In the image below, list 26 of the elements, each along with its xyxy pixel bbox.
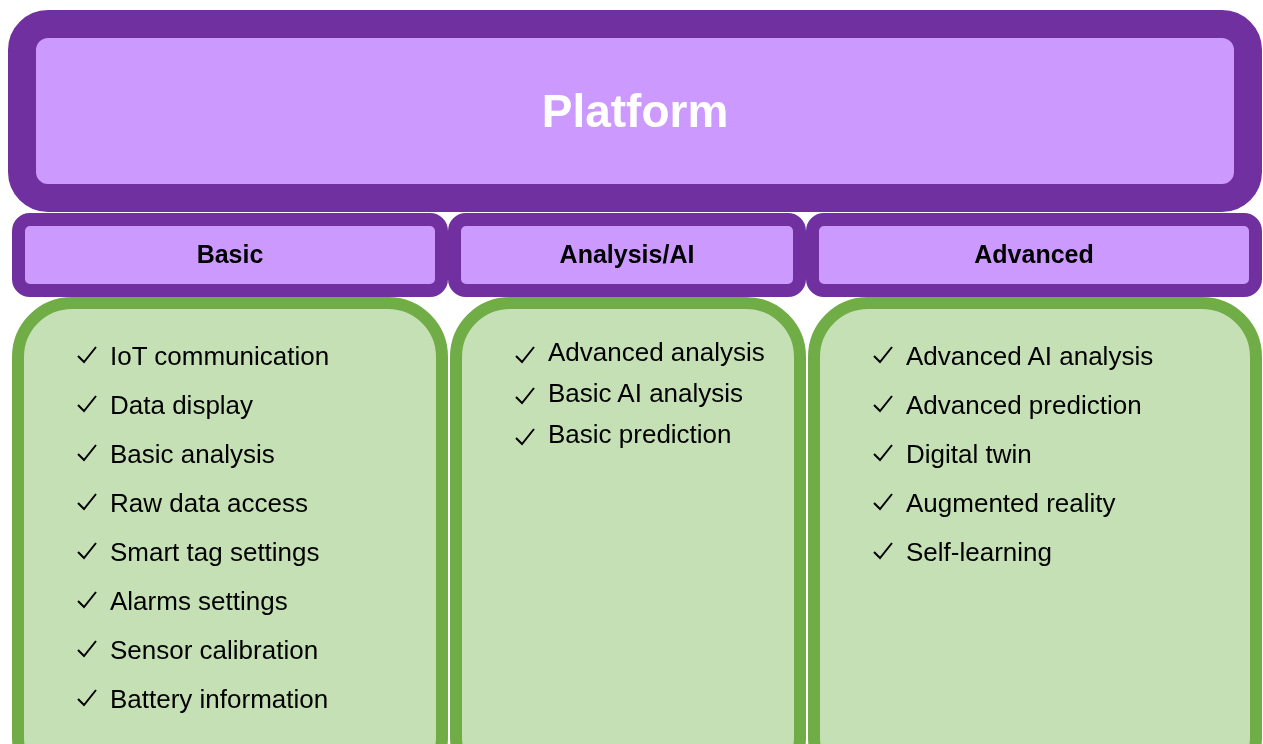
feature-item: Raw data access [110, 487, 308, 520]
feature-item: Advanced analysis [548, 339, 765, 366]
title-text: Platform [541, 83, 729, 139]
feature-item: Advanced prediction [906, 389, 1142, 422]
feature-list-panel [450, 297, 806, 744]
feature-item: Battery information [110, 683, 329, 716]
feature-item: Data display [110, 389, 254, 422]
title-box [8, 10, 1262, 212]
feature-item: Basic prediction [548, 421, 732, 448]
feature-item: Alarms settings [110, 585, 288, 618]
category-title: Advanced [974, 239, 1094, 271]
feature-item: Smart tag settings [110, 536, 320, 569]
category-title: Basic [196, 239, 264, 271]
category-title: Analysis/AI [559, 239, 695, 271]
feature-item: Digital twin [906, 438, 1032, 471]
feature-item: Self-learning [906, 536, 1052, 569]
feature-item: Basic analysis [110, 438, 275, 471]
feature-item: Basic AI analysis [548, 380, 744, 407]
category-header [806, 213, 1262, 297]
feature-item: IoT communication [110, 340, 330, 373]
feature-item: Sensor calibration [110, 634, 319, 667]
feature-item: Advanced AI analysis [906, 340, 1154, 373]
feature-list-panel [808, 297, 1262, 744]
feature-list-panel [12, 297, 448, 744]
feature-item: Augmented reality [906, 487, 1116, 520]
category-header [12, 213, 448, 297]
